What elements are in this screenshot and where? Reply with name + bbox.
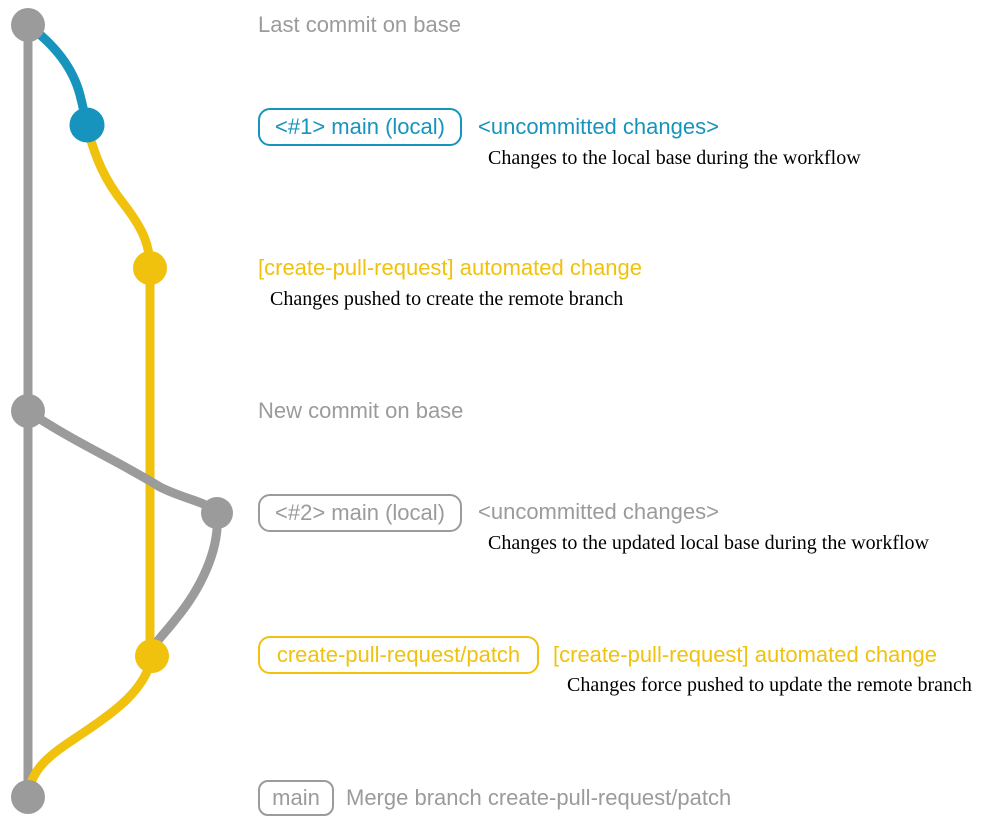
commit-node-automated-change-2	[135, 639, 169, 673]
main-local-2-badge: <#2> main (local)	[258, 494, 462, 532]
patch-branch-badge: create-pull-request/patch	[258, 636, 539, 674]
automated-change-1-description: Changes pushed to create the remote bran…	[270, 288, 624, 310]
commit-node-merge-commit	[11, 780, 45, 814]
uncommitted-changes-1-label: <uncommitted changes>	[478, 114, 719, 139]
automated-change-1-label: [create-pull-request] automated change	[258, 255, 643, 280]
commit-node-new-commit-on-base	[11, 394, 45, 428]
new-commit-on-base-label: New commit on base	[258, 398, 464, 423]
main-branch-badge: main	[258, 780, 334, 816]
uncommitted-changes-1-description: Changes to the local base during the wor…	[488, 147, 861, 169]
patch-branch-line	[82, 122, 155, 660]
automated-change-2-label: [create-pull-request] automated change	[553, 642, 938, 667]
automated-change-2-description: Changes force pushed to update the remot…	[567, 674, 972, 696]
patch-merge-curve	[23, 652, 157, 801]
main-local-1-badge: <#1> main (local)	[258, 108, 462, 146]
commit-node-main-local-1	[69, 107, 105, 143]
commit-node-last-commit-on-base	[11, 8, 45, 42]
commit-node-automated-change-1	[133, 251, 167, 285]
main2-to-patch-curve	[147, 509, 222, 661]
last-commit-on-base-label: Last commit on base	[258, 12, 461, 37]
commit-node-main-local-2	[201, 497, 233, 529]
uncommitted-changes-2-description: Changes to the updated local base during…	[488, 532, 929, 554]
merge-commit-label: Merge branch create-pull-request/patch	[346, 785, 732, 810]
uncommitted-changes-2-label: <uncommitted changes>	[478, 499, 719, 524]
base-to-main2-curve	[23, 406, 222, 518]
